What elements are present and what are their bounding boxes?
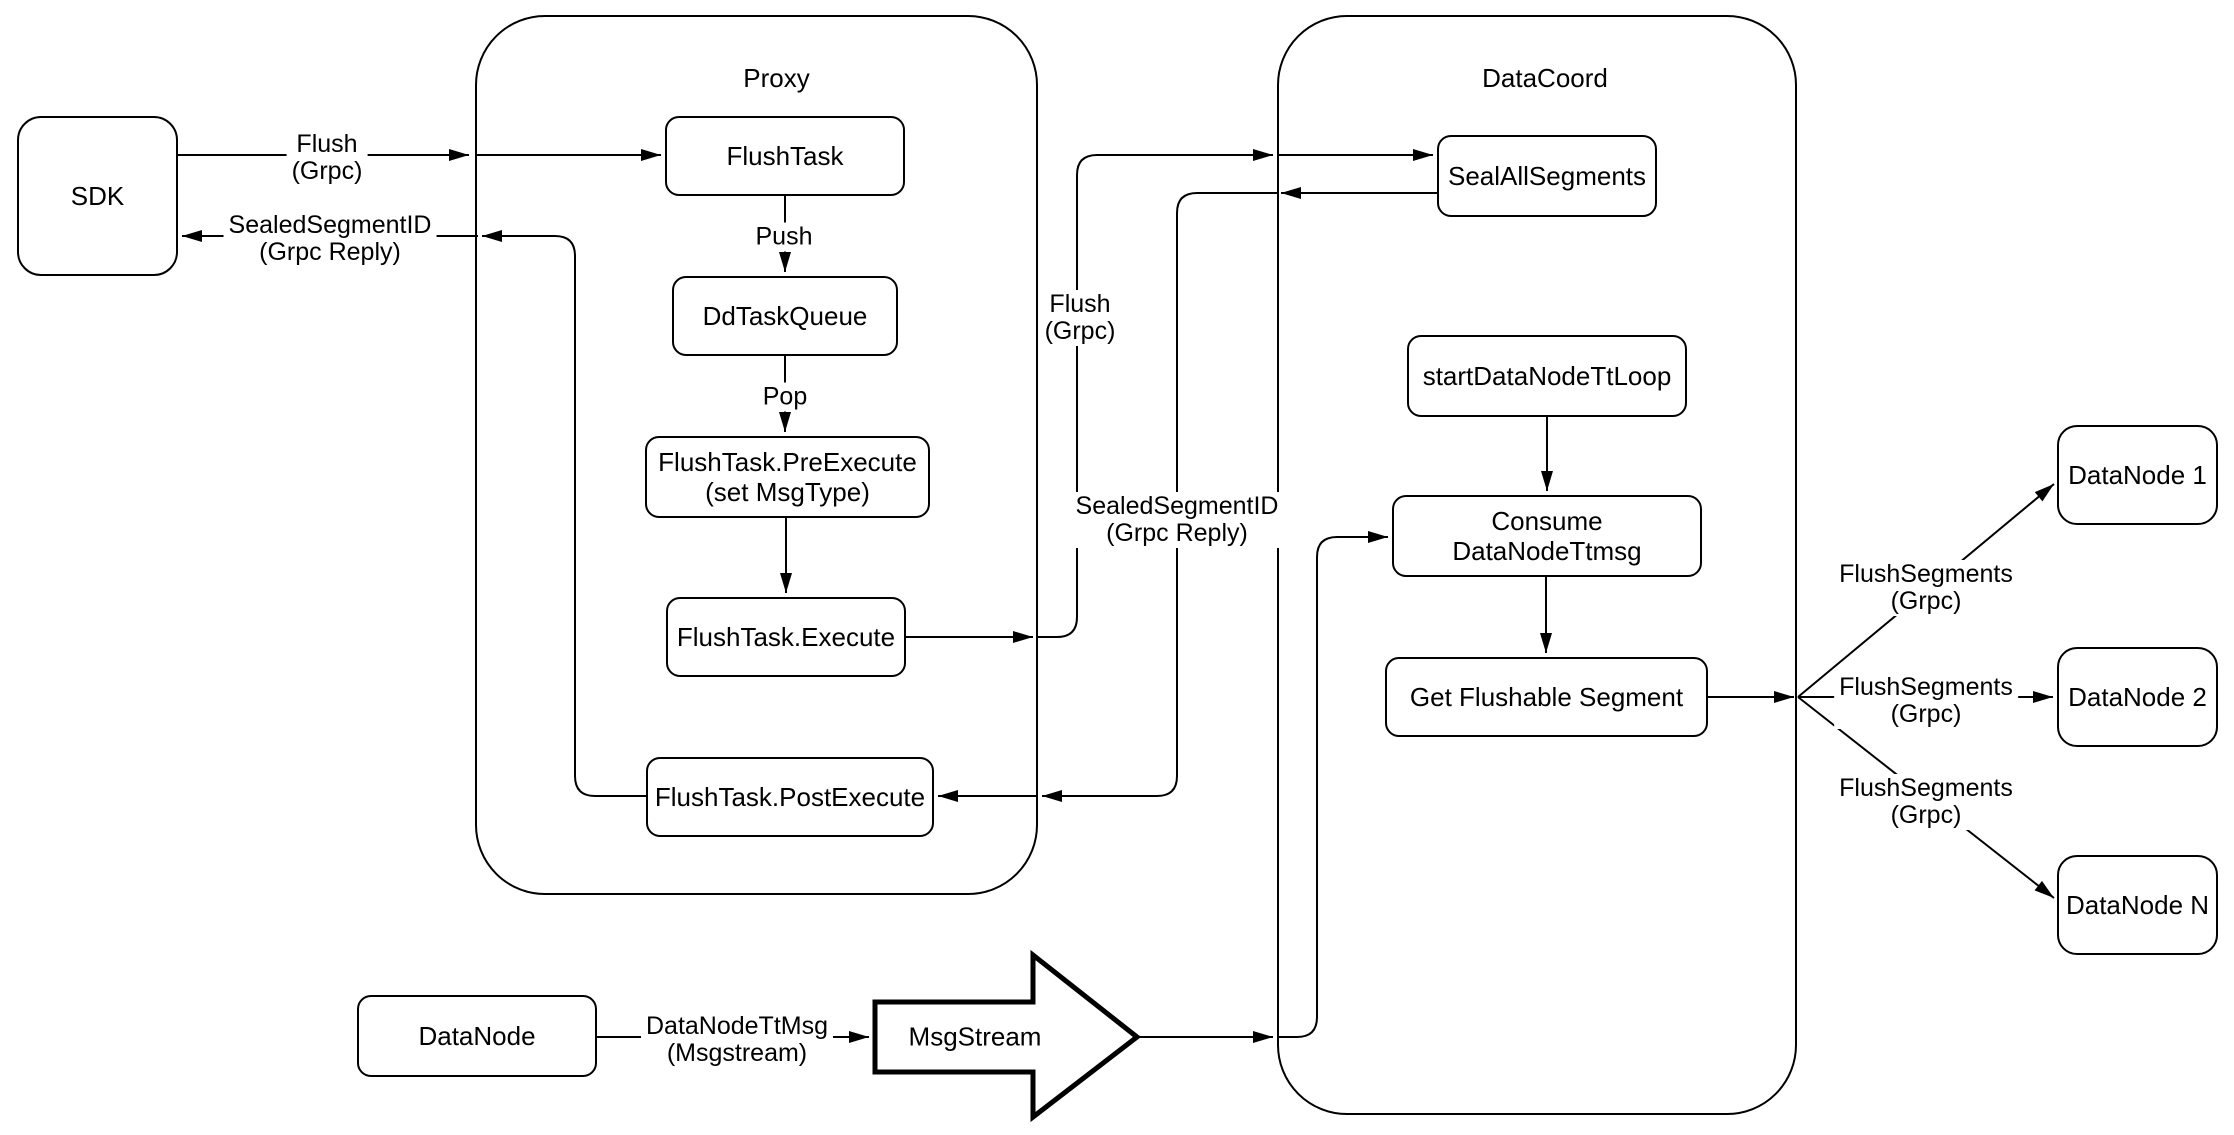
edge-label-pop: Pop	[757, 382, 813, 412]
edge-label-datanodettmsg-msgstream: DataNodeTtMsg (Msgstream)	[640, 1012, 834, 1068]
node-flushtask-preexecute: FlushTask.PreExecute (set MsgType)	[645, 436, 930, 518]
datacoord-container: DataCoord	[1277, 15, 1797, 1115]
node-datanode-n: DataNode N	[2057, 855, 2218, 955]
node-datanode-1: DataNode 1	[2057, 425, 2218, 525]
node-ddtaskqueue: DdTaskQueue	[672, 276, 898, 356]
node-get-flushable-segment: Get Flushable Segment	[1385, 657, 1708, 737]
node-startdatanodettloop: startDataNodeTtLoop	[1407, 335, 1687, 417]
node-sealallsegments: SealAllSegments	[1437, 135, 1657, 217]
edge-label-flushsegments-1: FlushSegments (Grpc)	[1834, 560, 2018, 616]
node-datanode-2-label: DataNode 2	[2068, 682, 2207, 712]
proxy-container: Proxy	[475, 15, 1038, 895]
edge-label-flush-grpc-mid: Flush (Grpc)	[1039, 290, 1121, 346]
edge-label-flushsegments-2: FlushSegments (Grpc)	[1834, 673, 2018, 729]
node-datanode-n-label: DataNode N	[2065, 890, 2210, 920]
edge-label-sealedsegmentid-grpc-reply-mid: SealedSegmentID (Grpc Reply)	[1070, 492, 1284, 548]
datacoord-container-label: DataCoord	[1482, 63, 1608, 93]
node-flushtask-postexecute-label: FlushTask.PostExecute	[654, 782, 926, 812]
node-flushtask-postexecute: FlushTask.PostExecute	[646, 757, 934, 837]
edge-label-flush-grpc: Flush (Grpc)	[286, 130, 368, 186]
node-consume-datanodettmsg: Consume DataNodeTtmsg	[1392, 495, 1702, 577]
node-flushtask: FlushTask	[665, 116, 905, 196]
node-sealallsegments-label: SealAllSegments	[1448, 161, 1646, 191]
node-startdatanodettloop-label: startDataNodeTtLoop	[1422, 361, 1672, 391]
node-get-flushable-segment-label: Get Flushable Segment	[1409, 682, 1684, 712]
node-datanode-1-label: DataNode 1	[2068, 460, 2207, 490]
node-ddtaskqueue-label: DdTaskQueue	[702, 301, 868, 331]
edge-label-flushsegments-n: FlushSegments (Grpc)	[1834, 774, 2018, 830]
node-flushtask-execute: FlushTask.Execute	[666, 597, 906, 677]
node-flushtask-preexecute-label-line1: FlushTask.PreExecute	[658, 447, 917, 477]
edge-reply-postexecute-to-proxy-border	[482, 230, 646, 797]
node-flushtask-preexecute-label-line2: (set MsgType)	[705, 477, 870, 507]
node-consume-datanodettmsg-label: Consume DataNodeTtmsg	[1452, 506, 1642, 566]
node-flushtask-label: FlushTask	[726, 141, 844, 171]
edge-msgstream-to-consume	[1277, 531, 1388, 1038]
node-datanode-label: DataNode	[418, 1021, 536, 1051]
proxy-container-label: Proxy	[743, 63, 810, 93]
node-datanode-2: DataNode 2	[2057, 647, 2218, 747]
edge-flush-to-datacoord-border	[1037, 149, 1273, 638]
node-flushtask-execute-label: FlushTask.Execute	[676, 622, 896, 652]
msgstream-block-arrow-shape	[872, 949, 1142, 1123]
node-sdk: SDK	[17, 116, 178, 276]
msgstream-shape-label: MsgStream	[908, 1021, 1042, 1052]
node-sdk-label: SDK	[70, 181, 125, 211]
edge-label-sealedsegmentid-grpc-reply: SealedSegmentID (Grpc Reply)	[223, 211, 437, 267]
node-datanode: DataNode	[357, 995, 597, 1077]
edge-label-push: Push	[750, 222, 818, 252]
